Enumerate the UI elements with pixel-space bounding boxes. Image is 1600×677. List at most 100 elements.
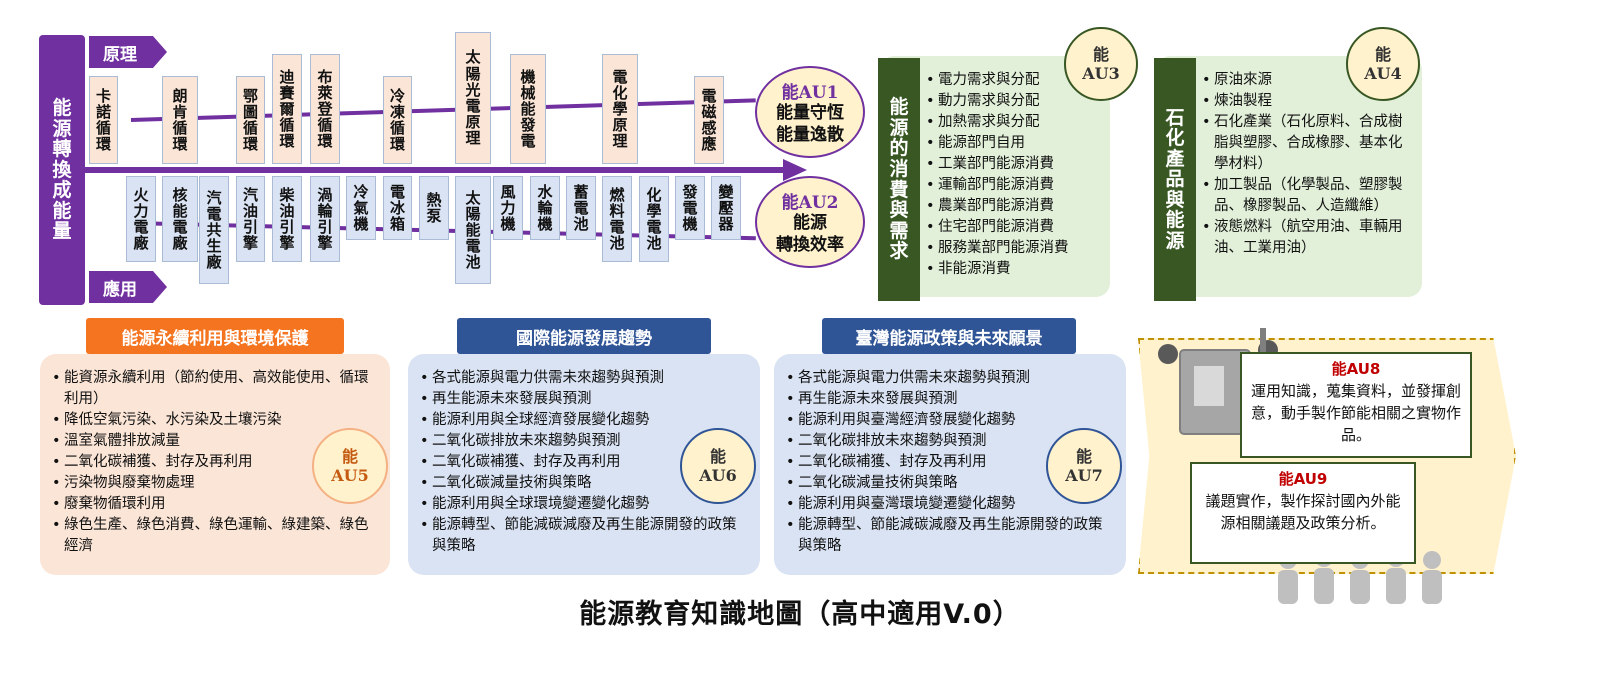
principle-box: 朗肯循環 — [162, 76, 198, 164]
side-bar-char: 能 — [52, 199, 72, 222]
consumption-side-char: 與 — [889, 199, 909, 222]
application-char: 電 — [206, 204, 222, 223]
international-item: 能源轉型、節能減碳減廢及再生能源開發的政策與策略 — [420, 515, 750, 557]
petrochemical-side-char: 產 — [1165, 147, 1185, 170]
consumption-side-char: 能 — [889, 96, 909, 119]
application-box: 熱泵 — [419, 176, 449, 240]
application-char: 學 — [646, 201, 662, 220]
petrochemical-side-label: 石化產品與能源 — [1154, 58, 1196, 301]
application-char: 冰 — [389, 198, 405, 217]
au3-badge-line2: AU3 — [1082, 64, 1120, 83]
taiwan-item: 能源利用與臺灣環境變遷變化趨勢 — [786, 494, 1116, 515]
principle-char: 登 — [317, 99, 333, 118]
principle-box: 迪賽爾循環 — [272, 54, 302, 164]
au3-badge-line1: 能 — [1092, 44, 1109, 64]
application-box: 柴油引擎 — [272, 176, 302, 262]
principle-char: 電 — [465, 97, 481, 115]
main-arrow-head — [783, 159, 807, 181]
principle-char: 環 — [279, 132, 295, 151]
au7-badge-line2: AU7 — [1065, 466, 1103, 485]
application-char: 共 — [206, 220, 222, 239]
sustainability-item: 綠色生產、綠色消費、綠色運輸、綠建築、綠色經濟 — [52, 515, 382, 557]
principle-char: 理 — [465, 129, 481, 148]
principle-char: 陽 — [465, 64, 481, 83]
principle-char: 環 — [172, 135, 188, 154]
consumption-item: 服務業部門能源消費 — [926, 238, 1106, 259]
principle-char: 應 — [701, 135, 717, 154]
application-char: 池 — [465, 253, 481, 272]
international-item: 各式能源與電力供需未來趨勢與預測 — [420, 368, 750, 389]
principle-char: 機 — [520, 67, 536, 86]
application-box: 變壓器 — [711, 176, 741, 240]
application-char: 箱 — [389, 215, 405, 234]
application-char: 電 — [682, 198, 698, 217]
application-char: 擎 — [242, 234, 258, 253]
petrochemical-item: 液態燃料（航空用油、車輛用油、工業用油） — [1202, 217, 1414, 259]
application-char: 冷 — [353, 182, 369, 201]
application-char: 擎 — [279, 234, 295, 253]
consumption-side-char: 消 — [889, 157, 909, 180]
sustainability-item: 二氧化碳補獲、封存及再利用 — [52, 452, 382, 473]
petrochemical-side-char: 品 — [1165, 168, 1185, 191]
application-char: 機 — [353, 215, 369, 234]
principle-char: 鄂 — [242, 86, 258, 105]
main-arrow — [85, 167, 785, 173]
au1-code: 能AU1 — [781, 83, 839, 104]
application-tag: 應用 — [89, 271, 167, 303]
application-box: 風力機 — [493, 176, 523, 240]
principle-char: 環 — [389, 135, 405, 154]
principle-char: 原 — [612, 116, 628, 135]
au2-line1: 能源 — [793, 213, 827, 234]
application-char: 池 — [646, 234, 662, 253]
principle-box: 電化學原理 — [602, 54, 638, 164]
principle-box: 電磁感應 — [694, 76, 724, 164]
application-box: 火力電廠 — [126, 176, 156, 262]
international-item: 能源利用與全球環境變遷變化趨勢 — [420, 494, 750, 515]
petrochemical-item: 石化產業（石化原料、合成樹脂與塑膠、合成橡膠、基本化學材料） — [1202, 112, 1414, 175]
application-char: 化 — [646, 185, 662, 204]
application-char: 機 — [537, 215, 553, 234]
international-item: 能源利用與全球經濟發展變化趨勢 — [420, 410, 750, 431]
consumption-side-char: 的 — [889, 137, 909, 160]
application-char: 廠 — [133, 234, 149, 253]
international-list: 各式能源與電力供需未來趨勢與預測再生能源未來發展與預測能源利用與全球經濟發展變化… — [420, 368, 750, 557]
international-header: 國際能源發展趨勢 — [457, 318, 711, 354]
au4-badge-line1: 能 — [1374, 44, 1391, 64]
application-char: 電 — [465, 237, 481, 256]
principle-char: 化 — [612, 83, 628, 102]
application-char: 汽 — [206, 188, 222, 207]
sustainability-item: 污染物與廢棄物處理 — [52, 473, 382, 494]
principle-char: 環 — [242, 135, 258, 154]
application-char: 輪 — [537, 198, 553, 217]
principle-char: 能 — [520, 99, 536, 118]
principle-char: 凍 — [389, 102, 405, 121]
application-char: 器 — [718, 215, 734, 234]
consumption-side-label: 能源的消費與需求 — [878, 58, 920, 301]
consumption-item: 電力需求與分配 — [926, 70, 1106, 91]
application-char: 廠 — [206, 253, 222, 272]
au9-text: 議題實作，製作探討國內外能源相關議題及政策分析。 — [1205, 492, 1401, 532]
taiwan-item: 再生能源未來發展與預測 — [786, 389, 1116, 410]
application-char: 火 — [133, 185, 149, 204]
principle-char: 循 — [279, 116, 295, 135]
application-char: 蓄 — [573, 182, 589, 201]
principle-char: 萊 — [317, 83, 333, 102]
side-bar-char: 量 — [52, 220, 72, 243]
application-box: 燃料電池 — [602, 176, 632, 262]
international-item: 二氧化碳補獲、封存及再利用 — [420, 452, 750, 473]
application-char: 氣 — [353, 198, 369, 217]
consumption-side-char: 費 — [889, 178, 909, 201]
application-box: 化學電池 — [639, 176, 669, 262]
application-char: 機 — [682, 215, 698, 234]
petrochemical-side-char: 與 — [1165, 188, 1185, 211]
principle-char: 械 — [520, 83, 536, 102]
application-char: 電 — [573, 198, 589, 217]
sustainability-list: 能資源永續利用（節約使用、高效能使用、循環利用）降低空氣污染、水污染及土壤污染溫… — [52, 368, 382, 557]
taiwan-item: 能源利用與臺灣經濟發展變化趨勢 — [786, 410, 1116, 431]
taiwan-item: 二氧化碳減量技術與策略 — [786, 473, 1116, 494]
application-box: 冷氣機 — [346, 176, 376, 240]
au4-badge: 能 AU4 — [1346, 27, 1420, 101]
principle-box: 機械能發電 — [510, 54, 546, 164]
application-char: 變 — [718, 182, 734, 201]
au6-badge: 能 AU6 — [680, 428, 756, 504]
